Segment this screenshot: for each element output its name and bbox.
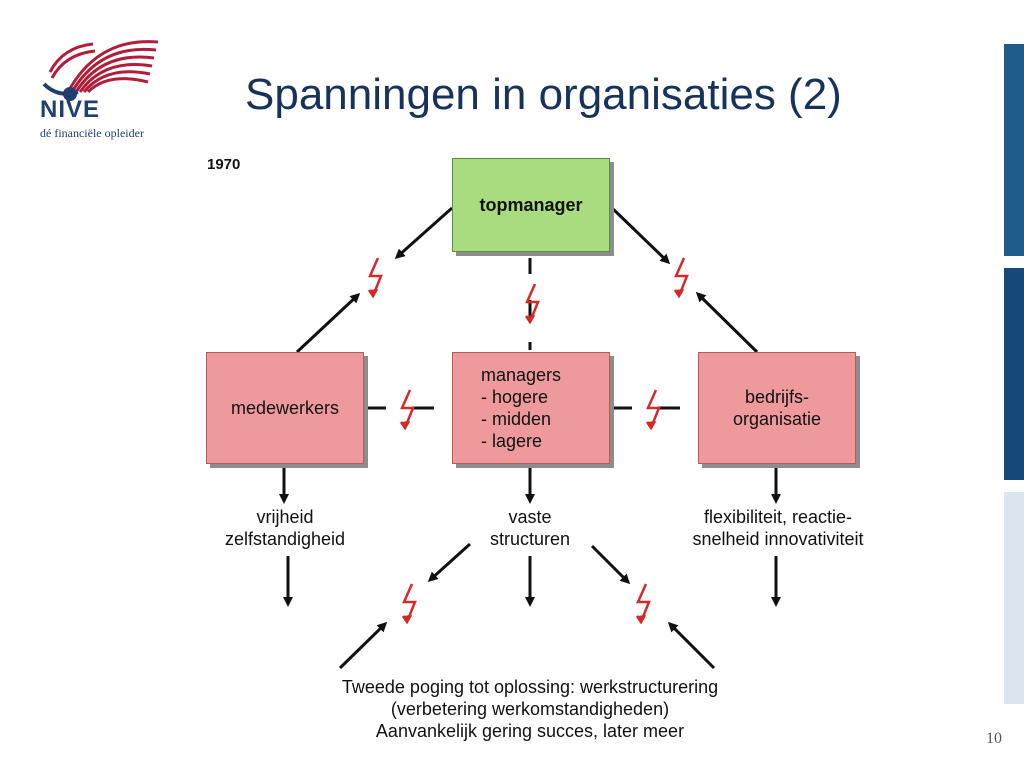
arrow-top-right — [610, 206, 671, 265]
arrow-structuren-left — [427, 542, 472, 583]
logo-wordmark: NIVE — [40, 96, 101, 123]
year-label: 1970 — [207, 156, 241, 173]
outcome-flexibiliteit-line1: flexibiliteit, reactie- — [703, 507, 853, 527]
sidebar-bar-middle — [1004, 268, 1024, 480]
page-number: 10 — [986, 730, 1002, 747]
lightning-icon-bottom-right — [635, 583, 651, 625]
outcome-structuren-line2: structuren — [489, 529, 571, 549]
sidebar-bar-bottom — [1004, 492, 1024, 704]
lightning-icon-top-center — [524, 283, 540, 325]
bottom-line-3: Aanvankelijk gering succes, later meer — [375, 721, 685, 741]
arrow-up-left — [295, 292, 361, 354]
slide-title: Spanningen in organisaties (2) — [245, 70, 842, 119]
lightning-icon-mid-right — [645, 389, 661, 431]
bedrijfsorganisatie-text: bedrijfs- organisatie — [733, 386, 821, 430]
outcome-vrijheid-line1: vrijheid — [256, 507, 314, 527]
managers-hogere: - hogere — [481, 387, 549, 407]
lightning-icon-mid-left — [399, 389, 415, 431]
logo-arcs-icon — [42, 40, 159, 101]
outcome-structuren: vaste structuren — [460, 506, 600, 550]
sidebar-bar-top — [1004, 44, 1024, 256]
nive-logo — [38, 32, 168, 142]
managers-label: managers — [481, 365, 562, 385]
logo-tagline: dé financiële opleider — [40, 126, 144, 140]
medewerkers-label: medewerkers — [230, 398, 340, 418]
outcome-vrijheid-line2: zelfstandigheid — [224, 529, 346, 549]
arrow-up-right — [695, 291, 759, 354]
lightning-icon-bottom-left — [401, 583, 417, 625]
topmanager-label: topmanager — [479, 195, 583, 215]
arrow-bottom-left — [338, 621, 388, 670]
outcome-structuren-line1: vaste — [508, 507, 552, 527]
managers-box: managers - hogere - midden - lagere — [452, 352, 610, 464]
managers-lagere: - lagere — [481, 431, 543, 451]
arrow-top-left — [394, 206, 453, 259]
topmanager-box: topmanager — [452, 158, 610, 252]
bottom-conclusion: Tweede poging tot oplossing: werkstructu… — [250, 676, 810, 742]
bottom-line-2: (verbetering werkomstandigheden) — [390, 699, 670, 719]
outcome-vrijheid: vrijheid zelfstandigheid — [190, 506, 380, 550]
managers-list: managers - hogere - midden - lagere — [453, 364, 561, 452]
outcome-flexibiliteit-line2: snelheid innovativiteit — [692, 529, 864, 549]
lightning-icon-top-right — [673, 257, 689, 299]
bedrijfsorganisatie-box: bedrijfs- organisatie — [698, 352, 856, 464]
organisatie-label: organisatie — [732, 409, 822, 429]
arrow-bottom-right — [667, 621, 716, 670]
arrow-structuren-right — [590, 544, 631, 585]
lightning-icon-top-left — [367, 257, 383, 299]
bedrijfs-label: bedrijfs- — [744, 387, 810, 407]
medewerkers-box: medewerkers — [206, 352, 364, 464]
outcome-flexibiliteit: flexibiliteit, reactie- snelheid innovat… — [660, 506, 896, 550]
managers-midden: - midden — [481, 409, 552, 429]
bottom-line-1: Tweede poging tot oplossing: werkstructu… — [341, 677, 719, 697]
